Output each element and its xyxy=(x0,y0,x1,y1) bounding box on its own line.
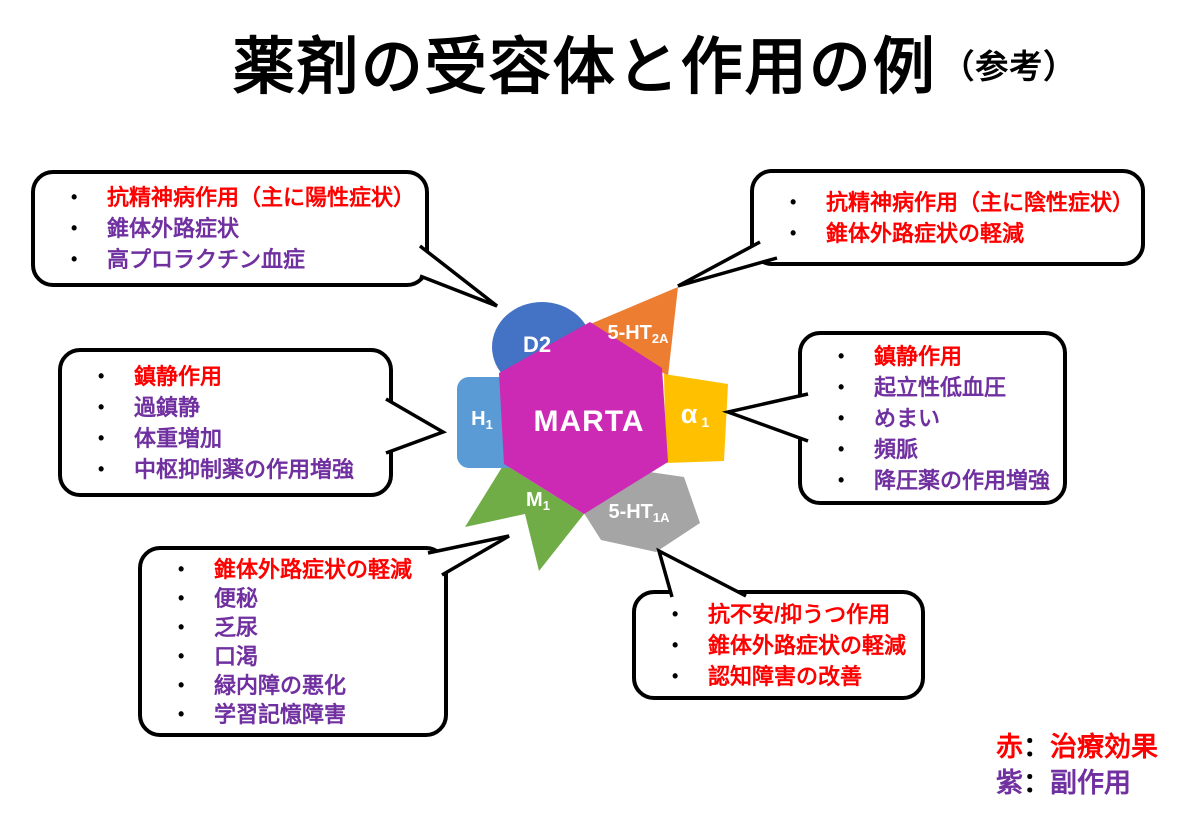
list-item: めまい xyxy=(802,403,1063,434)
effect-text: 口渇 xyxy=(214,643,259,669)
list-item: 乏尿 xyxy=(142,613,444,642)
effect-text: 頻脈 xyxy=(874,436,919,462)
list-item: 起立性低血圧 xyxy=(802,372,1063,403)
m1-receptor-shape xyxy=(465,464,584,571)
bubble-alpha1-list: 鎮静作用 起立性低血圧 めまい 頻脈 降圧薬の作用増強 xyxy=(802,341,1063,496)
bubble-d2-list: 抗精神病作用（主に陽性症状） 錐体外路症状 高プロラクチン血症 xyxy=(35,182,425,275)
list-item: 錐体外路症状 xyxy=(35,213,425,244)
effect-text: 学習記憶障害 xyxy=(214,701,347,727)
list-item: 高プロラクチン血症 xyxy=(35,244,425,275)
legend-separator: ： xyxy=(1023,732,1050,762)
effect-text: 抗精神病作用（主に陰性症状） xyxy=(826,189,1135,215)
bubble-alpha1: 鎮静作用 起立性低血圧 めまい 頻脈 降圧薬の作用増強 xyxy=(798,331,1067,505)
legend-purple-key: 紫 xyxy=(996,768,1023,798)
5ht1a-receptor-shape xyxy=(582,466,700,552)
effect-text: 錐体外路症状 xyxy=(107,216,240,241)
tail-d2 xyxy=(418,244,499,308)
bubble-5ht2a-list: 抗精神病作用（主に陰性症状） 錐体外路症状の軽減 xyxy=(754,187,1141,249)
effect-text: 便秘 xyxy=(214,585,259,611)
5ht1a-receptor-label: 5-HT1A xyxy=(608,501,670,525)
bubble-d2: 抗精神病作用（主に陽性症状） 錐体外路症状 高プロラクチン血症 xyxy=(31,170,429,287)
5ht2a-receptor-shape xyxy=(588,287,678,376)
list-item: 体重増加 xyxy=(62,423,389,454)
list-item: 抗精神病作用（主に陰性症状） xyxy=(754,187,1141,218)
effect-text: 高プロラクチン血症 xyxy=(107,247,306,272)
list-item: 錐体外路症状の軽減 xyxy=(754,218,1141,249)
bubble-5ht2a: 抗精神病作用（主に陰性症状） 錐体外路症状の軽減 xyxy=(750,169,1145,266)
legend-purple-value: 副作用 xyxy=(1050,768,1131,798)
effect-text: 抗精神病作用（主に陽性症状） xyxy=(107,185,416,210)
marta-hexagon xyxy=(499,322,668,514)
bubble-m1: 錐体外路症状の軽減 便秘 乏尿 口渇 緑内障の悪化 学習記憶障害 xyxy=(138,546,448,737)
list-item: 鎮静作用 xyxy=(62,361,389,392)
bubble-5ht1a-list: 抗不安/抑うつ作用 錐体外路症状の軽減 認知障害の改善 xyxy=(636,599,921,692)
legend-red-value: 治療効果 xyxy=(1050,732,1158,762)
list-item: 頻脈 xyxy=(802,434,1063,465)
bubble-h1: 鎮静作用 過鎮静 体重増加 中枢抑制薬の作用増強 xyxy=(58,348,393,497)
page-title-note: （参考） xyxy=(941,48,1078,85)
legend-row-side-effect: 紫：副作用 xyxy=(996,765,1158,801)
list-item: 緑内障の悪化 xyxy=(142,671,444,700)
legend-red-key: 赤 xyxy=(996,732,1023,762)
effect-text: 緑内障の悪化 xyxy=(214,672,347,698)
effect-text: 起立性低血圧 xyxy=(874,374,1007,400)
effect-text: 乏尿 xyxy=(214,614,259,640)
bubble-5ht1a: 抗不安/抑うつ作用 錐体外路症状の軽減 認知障害の改善 xyxy=(632,590,925,700)
effect-text: 錐体外路症状の軽減 xyxy=(214,556,413,582)
list-item: 中枢抑制薬の作用増強 xyxy=(62,454,389,485)
effect-text: めまい xyxy=(874,405,941,431)
page-title-main: 薬剤の受容体と作用の例 xyxy=(232,33,937,102)
list-item: 降圧薬の作用増強 xyxy=(802,465,1063,496)
list-item: 抗精神病作用（主に陽性症状） xyxy=(35,182,425,213)
legend: 赤：治療効果 紫：副作用 xyxy=(996,729,1158,801)
d2-receptor-label: D2 xyxy=(523,332,551,357)
effect-text: 降圧薬の作用増強 xyxy=(874,467,1051,493)
tail-alpha1 xyxy=(721,392,809,443)
list-item: 便秘 xyxy=(142,584,444,613)
list-item: 錐体外路症状の軽減 xyxy=(142,555,444,584)
effect-text: 錐体外路症状の軽減 xyxy=(708,632,907,658)
effect-text: 中枢抑制薬の作用増強 xyxy=(134,456,355,482)
alpha1-receptor-shape xyxy=(664,374,728,463)
effect-text: 過鎮静 xyxy=(134,394,201,420)
d2-receptor-shape xyxy=(492,302,592,392)
list-item: 認知障害の改善 xyxy=(636,661,921,692)
5ht2a-receptor-label: 5-HT2A xyxy=(607,322,669,346)
list-item: 鎮静作用 xyxy=(802,341,1063,372)
h1-receptor-label: H1 xyxy=(471,408,493,432)
bubble-h1-list: 鎮静作用 過鎮静 体重増加 中枢抑制薬の作用増強 xyxy=(62,361,389,485)
marta-label: MARTA xyxy=(533,405,644,438)
effect-text: 体重増加 xyxy=(134,425,223,451)
list-item: 口渇 xyxy=(142,642,444,671)
effect-text: 鎮静作用 xyxy=(874,343,963,369)
h1-receptor-shape xyxy=(457,377,521,468)
effect-text: 認知障害の改善 xyxy=(708,663,863,689)
list-item: 学習記憶障害 xyxy=(142,700,444,729)
bubble-m1-list: 錐体外路症状の軽減 便秘 乏尿 口渇 緑内障の悪化 学習記憶障害 xyxy=(142,555,444,729)
list-item: 抗不安/抑うつ作用 xyxy=(636,599,921,630)
legend-row-therapeutic: 赤：治療効果 xyxy=(996,729,1158,765)
page-title: 薬剤の受容体と作用の例 （参考） xyxy=(0,16,1200,106)
legend-separator: ： xyxy=(1023,768,1050,798)
effect-text: 錐体外路症状の軽減 xyxy=(826,220,1025,246)
tail-h1 xyxy=(385,397,448,455)
m1-receptor-label: M1 xyxy=(526,489,550,513)
list-item: 過鎮静 xyxy=(62,392,389,423)
list-item: 錐体外路症状の軽減 xyxy=(636,630,921,661)
effect-text: 抗不安/抑うつ作用 xyxy=(708,601,891,627)
effect-text: 鎮静作用 xyxy=(134,363,223,389)
